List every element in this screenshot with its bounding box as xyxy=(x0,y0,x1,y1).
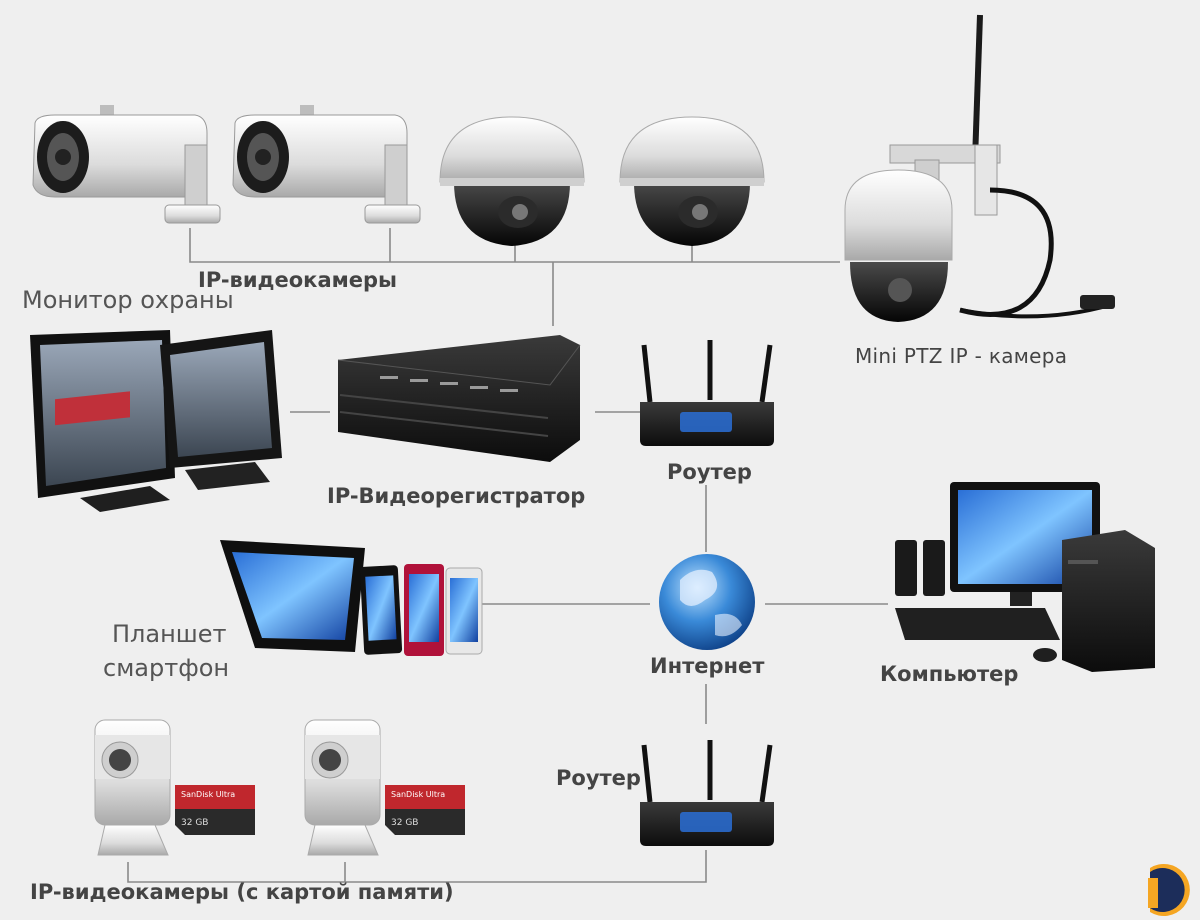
ip-cameras-sd-label: IP-видеокамеры (с картой памяти) xyxy=(30,880,454,904)
monitor-icon xyxy=(30,330,175,512)
monitor-icon xyxy=(160,330,282,490)
dvr-icon xyxy=(337,335,581,462)
globe-icon xyxy=(659,554,755,650)
mini-ptz-label: Mini PTZ IP - камера xyxy=(855,344,1068,368)
smartphone-icon xyxy=(445,567,483,655)
connector-lines xyxy=(127,228,888,883)
computer-label: Компьютер xyxy=(880,662,1019,686)
bullet-camera-icon xyxy=(232,105,421,224)
security-monitor-label: Монитор охраны xyxy=(22,286,234,314)
internet-label: Интернет xyxy=(650,654,765,678)
router-label-bottom: Роутер xyxy=(556,766,641,790)
ptz-camera-icon xyxy=(844,14,1115,322)
dome-camera-icon xyxy=(439,116,585,246)
ip-dvr-label: IP-Видеорегистратор xyxy=(327,484,586,508)
sd-card-icon: SanDisk Ultra 32 GB xyxy=(385,785,465,835)
cube-camera-icon xyxy=(94,719,171,856)
ip-cameras-label: IP-видеокамеры xyxy=(198,268,398,292)
bullet-camera-icon xyxy=(32,105,221,224)
smartphone-icon xyxy=(359,565,403,655)
sd-card-size: 32 GB xyxy=(391,818,418,828)
desktop-computer-icon xyxy=(895,482,1155,672)
router-label-top: Роутер xyxy=(667,460,752,484)
tablet-icon xyxy=(220,540,365,652)
sd-card-brand: SanDisk Ultra xyxy=(391,790,445,799)
router-icon xyxy=(640,740,774,846)
sd-card-brand: SanDisk Ultra xyxy=(181,790,235,799)
sd-card-size: 32 GB xyxy=(181,818,208,828)
tablet-label: Планшет xyxy=(112,620,227,648)
router-icon xyxy=(640,340,774,446)
sd-card-icon: SanDisk Ultra 32 GB xyxy=(175,785,255,835)
brand-logo-icon xyxy=(1148,864,1190,917)
cube-camera-icon xyxy=(304,719,381,856)
dome-camera-icon xyxy=(619,116,765,246)
smartphone-icon xyxy=(404,564,444,656)
smartphone-label: смартфон xyxy=(103,654,230,682)
